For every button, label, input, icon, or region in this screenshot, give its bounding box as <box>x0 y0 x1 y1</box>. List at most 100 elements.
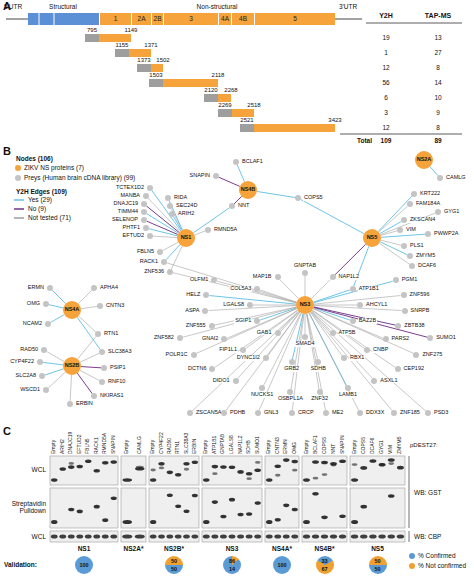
segment-divider <box>54 13 55 25</box>
prey-label: GNPTAB <box>293 263 317 269</box>
lane-label: CAMLG <box>137 436 143 454</box>
fragment-bar <box>163 79 218 87</box>
interaction-edge <box>45 369 64 375</box>
protein-node: NS4B <box>239 181 257 199</box>
interaction-edge <box>311 279 330 298</box>
genome-segment: 3 <box>163 13 218 25</box>
lane-label: ERBIN <box>192 439 198 454</box>
genome-segment: 4B <box>231 13 254 25</box>
protein-node: NS1 <box>177 229 195 247</box>
table-cell: Total <box>357 137 372 144</box>
blot-band <box>321 461 328 465</box>
blot-band <box>229 465 236 469</box>
blot-band <box>229 535 236 539</box>
legend-text: No (9) <box>28 205 46 212</box>
blot-band <box>266 535 273 539</box>
legend-swatch <box>409 553 415 559</box>
prey-node: FIP1L1 <box>240 347 246 353</box>
blot-band <box>339 460 346 464</box>
prey-label: GYG1 <box>443 209 460 215</box>
tag-block <box>218 109 232 117</box>
prey-node: ZBTB38 <box>395 323 401 329</box>
blot-band <box>167 493 173 497</box>
prey-label: LGALS8 <box>222 302 245 308</box>
fragment-bar <box>129 49 151 57</box>
blot-band <box>59 535 66 539</box>
lane-label: CNTN3 <box>275 437 281 454</box>
prey-node: TIMM44 <box>141 209 147 215</box>
blot-band <box>246 477 251 480</box>
group-label: NS5 <box>371 545 384 552</box>
prey-label: SGIP1 <box>234 318 252 324</box>
prey-node: GRB2 <box>289 359 295 365</box>
interaction-edge <box>280 279 299 298</box>
blot-band <box>68 508 74 512</box>
blot-band <box>360 466 367 470</box>
blot-band <box>175 535 182 539</box>
blot-band <box>212 465 219 469</box>
blot-band <box>292 460 298 464</box>
blot-panel <box>350 488 405 528</box>
table-cell: 3 <box>384 109 388 116</box>
table-cell: 6 <box>384 94 388 101</box>
protein-node: NS2A <box>415 151 433 169</box>
blot-band <box>351 520 358 524</box>
blot-band <box>388 494 395 498</box>
blot-band <box>360 535 367 539</box>
prey-label: PSIP1 <box>109 365 127 371</box>
table-cell: 12 <box>382 64 389 71</box>
prey-node: VIM <box>397 227 403 233</box>
row-label: Validation: <box>4 561 37 568</box>
lane-label: DNAJC19 <box>68 432 74 454</box>
prey-label: ZNF536 <box>143 269 165 275</box>
blot-band <box>150 520 156 524</box>
protein-label: NS2B <box>65 363 80 369</box>
lane-label: ERMN <box>283 439 289 454</box>
interaction-edge <box>79 316 96 332</box>
table-cell: 19 <box>382 34 389 41</box>
interaction-edge <box>183 307 297 337</box>
lane-label: ZMYM5 <box>398 437 404 455</box>
residue-number: 1503 <box>149 72 162 79</box>
interaction-edge <box>47 351 65 361</box>
prey-label: RTN1 <box>103 331 119 337</box>
segment-label: 2B <box>154 16 162 23</box>
blot-band <box>283 504 289 508</box>
prey-label: MAP1B <box>252 274 273 280</box>
prey-node: SMAD4 <box>302 334 308 340</box>
table-cell: 13 <box>434 34 441 41</box>
prey-label: VIM <box>405 227 417 233</box>
blot-panel <box>265 488 299 528</box>
interaction-edge <box>173 273 296 303</box>
blot-band <box>291 535 298 539</box>
blot-panel <box>302 488 347 528</box>
percent-value: 50 <box>165 566 183 572</box>
blot-band <box>102 535 109 539</box>
interaction-edge <box>311 312 392 411</box>
lane-label: Empty <box>124 440 130 454</box>
lane-label: COPS5 <box>322 437 328 454</box>
interaction-edge <box>52 290 66 304</box>
interaction-edge <box>194 231 205 235</box>
blot-band <box>85 535 92 539</box>
prey-label: HELZ <box>185 292 201 298</box>
blot-band <box>360 505 367 509</box>
lane-label: CYP4F22 <box>159 432 165 454</box>
genome-segment: 2A <box>131 13 151 25</box>
blot-band <box>102 518 108 522</box>
prey-node: GAB1 <box>275 330 281 336</box>
genome-segment: 1 <box>99 13 131 25</box>
prey-label: ASXL1 <box>379 378 398 384</box>
blot-band <box>254 468 261 472</box>
prey-node: ERMN <box>47 285 53 291</box>
fragment-bar <box>99 34 131 42</box>
prey-node: GNAI2 <box>221 336 227 342</box>
legend-swatch <box>409 563 415 569</box>
utr-line <box>335 18 362 19</box>
blot-band <box>352 463 358 466</box>
lane-label: FBLN5 <box>85 438 91 454</box>
blot-band <box>330 462 337 466</box>
prey-node: SELENOP <box>141 217 147 223</box>
blot-band <box>255 461 260 464</box>
blot-band <box>266 478 272 482</box>
